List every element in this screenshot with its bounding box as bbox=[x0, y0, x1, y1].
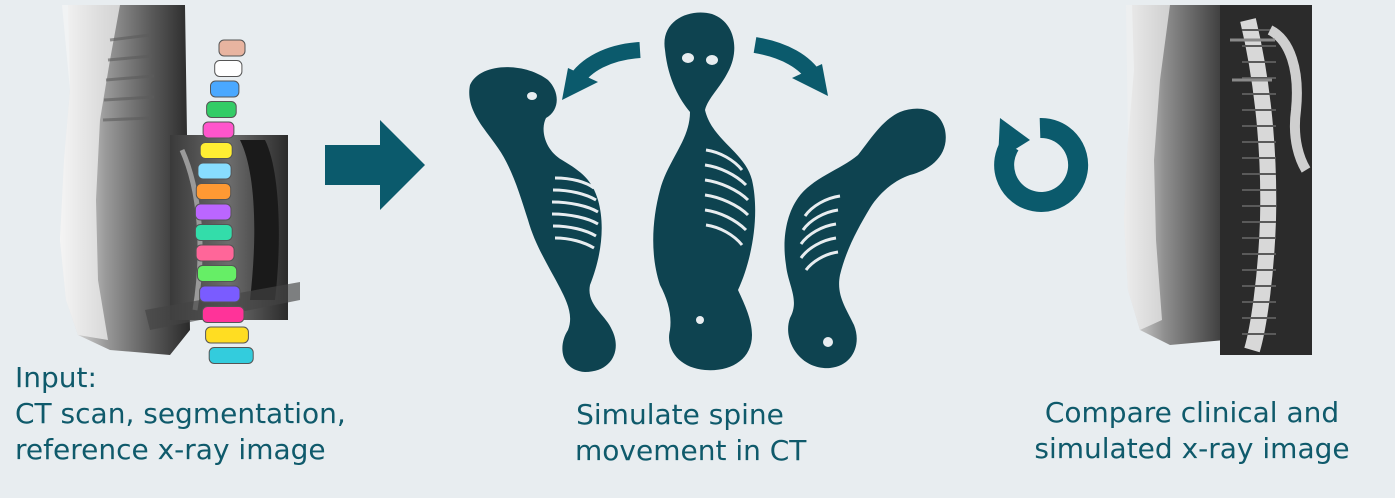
vertebra-7 bbox=[198, 163, 231, 179]
right-arrow-icon bbox=[325, 120, 425, 210]
vertebra-5 bbox=[203, 122, 234, 138]
refresh-loop-icon bbox=[998, 118, 1078, 202]
input-caption-line2: CT scan, segmentation, bbox=[15, 396, 346, 432]
compare-caption: Compare clinical and simulated x-ray ima… bbox=[1007, 395, 1377, 467]
simulate-caption: Simulate spine movement in CT bbox=[575, 397, 785, 469]
simulate-caption-line1: Simulate spine bbox=[575, 397, 785, 433]
vertebra-2 bbox=[215, 61, 242, 77]
curved-arrow-right-icon bbox=[755, 45, 828, 96]
vertebra-9 bbox=[195, 204, 231, 220]
simulate-caption-line2: movement in CT bbox=[575, 433, 785, 469]
vertebra-14 bbox=[202, 307, 244, 323]
spine-silhouette-right bbox=[785, 109, 946, 368]
vertebra-11 bbox=[196, 245, 234, 261]
compare-caption-line1: Compare clinical and bbox=[1007, 395, 1377, 431]
vertebra-6 bbox=[200, 143, 232, 159]
spine-silhouette-left bbox=[469, 67, 616, 372]
vertebra-15 bbox=[206, 327, 249, 343]
input-caption: Input: CT scan, segmentation, reference … bbox=[15, 360, 346, 468]
compare-caption-line2: simulated x-ray image bbox=[1007, 431, 1377, 467]
spine-silhouette-center bbox=[653, 13, 755, 371]
input-caption-line3: reference x-ray image bbox=[15, 432, 346, 468]
vertebra-12 bbox=[198, 266, 237, 282]
vertebra-1 bbox=[219, 40, 245, 56]
curved-arrow-left-icon bbox=[562, 50, 640, 100]
vertebra-4 bbox=[207, 102, 237, 118]
clinical-xray-image bbox=[1124, 5, 1225, 345]
vertebra-10 bbox=[195, 225, 232, 241]
vertebra-13 bbox=[200, 286, 240, 302]
simulated-xray-image bbox=[1220, 5, 1312, 355]
input-caption-line1: Input: bbox=[15, 360, 346, 396]
vertebra-8 bbox=[196, 184, 230, 200]
vertebra-3 bbox=[211, 81, 239, 97]
